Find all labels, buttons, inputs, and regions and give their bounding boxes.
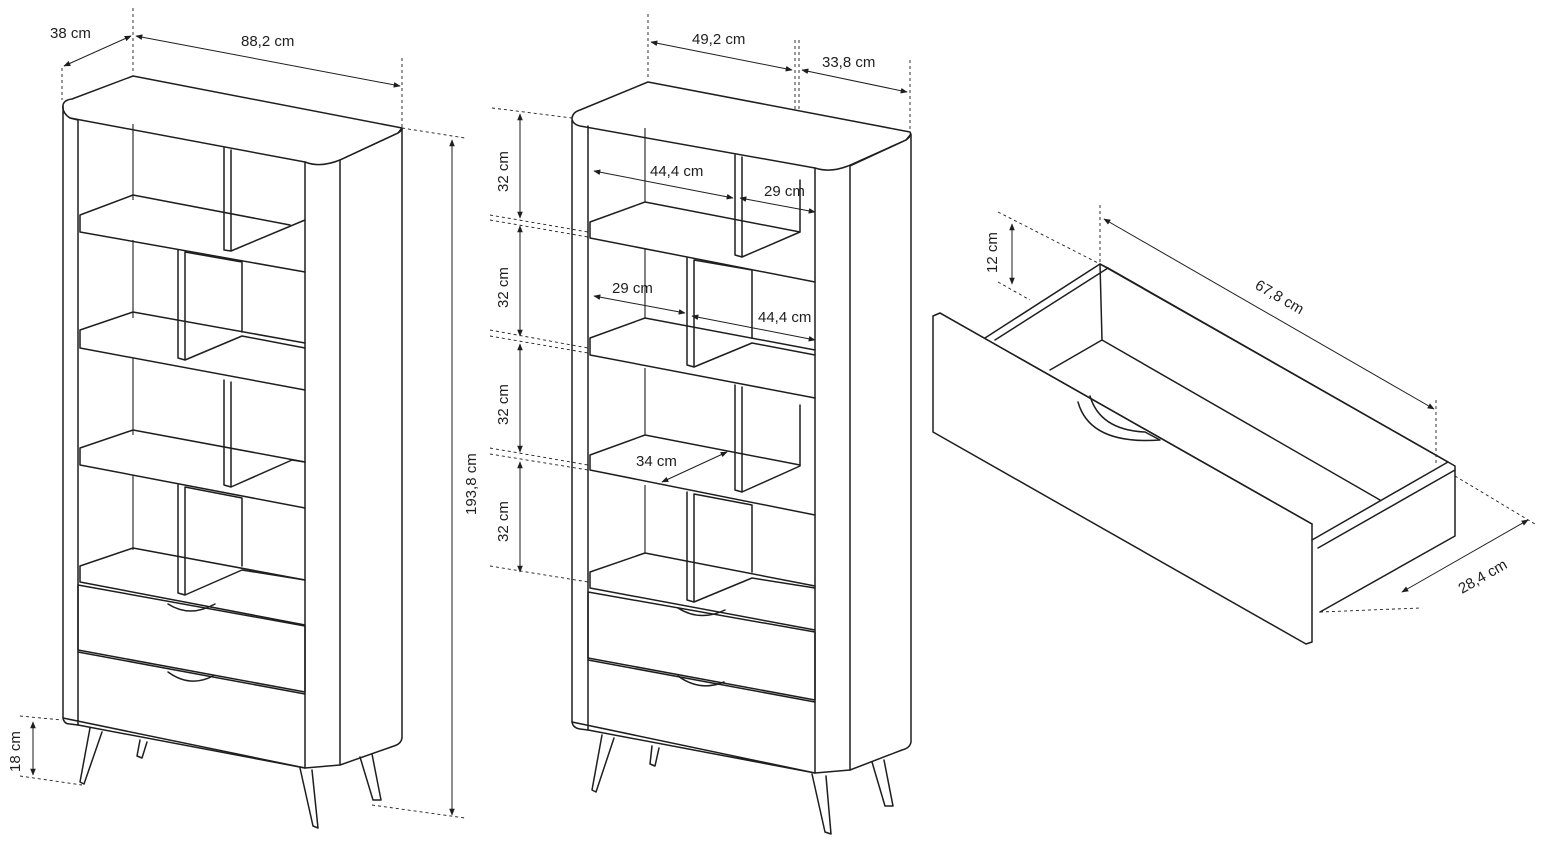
mid-left-width-label: 29 cm [612, 280, 653, 297]
shelf-depth-label: 34 cm [636, 453, 677, 470]
mid-right-width-label: 44,4 cm [758, 309, 811, 326]
compartment-4-label: 32 cm [495, 501, 512, 542]
front-height-label: 193,8 cm [463, 453, 480, 515]
front-width-label: 88,2 cm [241, 33, 294, 50]
side-view-bookcase [489, 14, 912, 835]
front-view-bookcase [19, 8, 466, 829]
drawer-width-label: 28,4 cm [1456, 556, 1511, 597]
compartment-1-label: 32 cm [495, 151, 512, 192]
side-depth-label: 33,8 cm [822, 54, 875, 71]
front-view-labels: 38 cm 88,2 cm 193,8 cm 18 cm [7, 25, 480, 772]
drawer-view [932, 205, 1536, 645]
drawer-height-label: 12 cm [984, 232, 1001, 273]
drawer-labels: 12 cm 67,8 cm 28,4 cm [984, 232, 1510, 597]
top-left-width-label: 44,4 cm [650, 163, 703, 180]
compartment-2-label: 32 cm [495, 267, 512, 308]
top-right-width-label: 29 cm [764, 183, 805, 200]
compartment-3-label: 32 cm [495, 384, 512, 425]
drawer-length-label: 67,8 cm [1252, 277, 1307, 318]
legs-height-label: 18 cm [7, 731, 24, 772]
side-view-labels: 49,2 cm 33,8 cm 32 cm 32 cm 32 cm 32 cm … [495, 31, 875, 542]
side-width-label: 49,2 cm [692, 31, 745, 48]
front-depth-label: 38 cm [50, 25, 91, 42]
